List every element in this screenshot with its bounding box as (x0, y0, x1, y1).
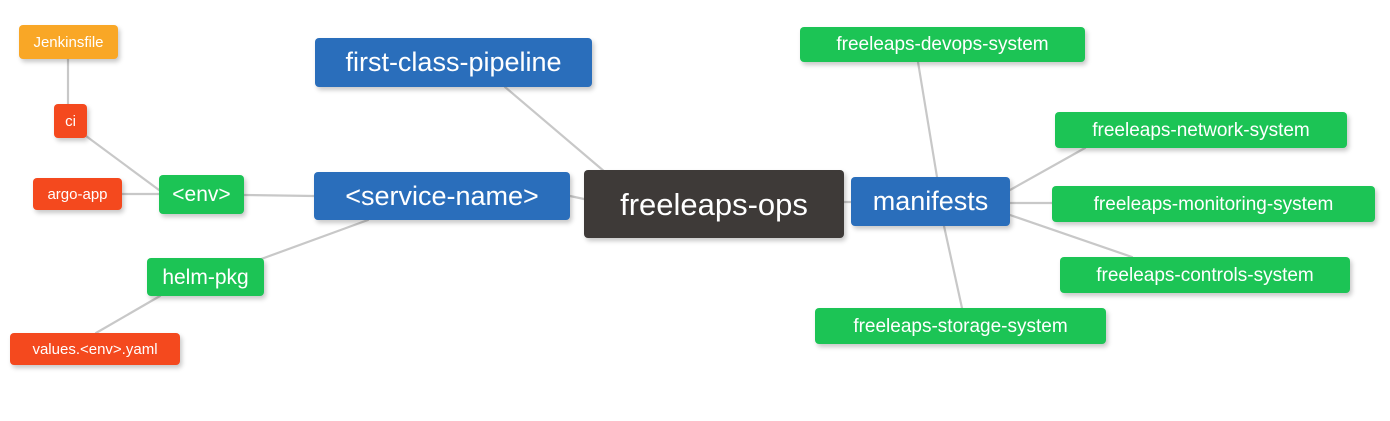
mindmap-node-label: manifests (872, 186, 989, 216)
mindmap-node-label: freeleaps-controls-system (1096, 264, 1314, 286)
mindmap-node-env[interactable]: <env> (159, 175, 244, 214)
mindmap-node-values-env-yaml[interactable]: values.<env>.yaml (10, 333, 180, 365)
mindmap-node-label: <service-name> (345, 180, 539, 211)
mindmap-node-ci[interactable]: ci (54, 104, 87, 138)
mindmap-node-freeleaps-ops[interactable]: freeleaps-ops (584, 170, 844, 238)
mindmap-node-manifests[interactable]: manifests (851, 177, 1010, 226)
mindmap-node-argo-app[interactable]: argo-app (33, 178, 122, 210)
mindmap-node-label: ci (65, 112, 76, 130)
mindmap-edge (94, 294, 162, 335)
mindmap-node-label: freeleaps-storage-system (853, 315, 1068, 337)
mindmap-node-label: helm-pkg (162, 265, 249, 289)
mindmap-edge (242, 193, 316, 198)
mindmap-node-label: freeleaps-ops (620, 186, 808, 222)
mindmap-node-freeleaps-network-system[interactable]: freeleaps-network-system (1055, 112, 1347, 148)
mindmap-node-freeleaps-monitoring-system[interactable]: freeleaps-monitoring-system (1052, 186, 1375, 222)
mindmap-node-freeleaps-storage-system[interactable]: freeleaps-storage-system (815, 308, 1106, 344)
mindmap-node-helm-pkg[interactable]: helm-pkg (147, 258, 264, 296)
mindmap-node-label: freeleaps-monitoring-system (1093, 193, 1334, 215)
mindmap-node-label: argo-app (47, 185, 108, 203)
mindmap-node-service-name[interactable]: <service-name> (314, 172, 570, 220)
mindmap-node-label: values.<env>.yaml (32, 340, 158, 358)
mindmap-edge (916, 60, 939, 179)
mindmap-edge (568, 194, 586, 201)
mindmap-node-freeleaps-devops-system[interactable]: freeleaps-devops-system (800, 27, 1085, 62)
mindmap-node-label: first-class-pipeline (345, 47, 562, 77)
mindmap-node-label: freeleaps-devops-system (836, 34, 1049, 55)
mindmap-node-label: freeleaps-network-system (1092, 119, 1310, 141)
mindmap-node-freeleaps-controls-system[interactable]: freeleaps-controls-system (1060, 257, 1350, 293)
mindmap-edge (942, 224, 964, 310)
mindmap-edge (251, 218, 370, 264)
mindmap-node-jenkinsfile[interactable]: Jenkinsfile (19, 25, 118, 59)
mindmap-node-label: <env> (172, 183, 231, 206)
mindmap-edge (503, 85, 607, 174)
mindmap-edge (1008, 146, 1087, 192)
mindmap-node-label: Jenkinsfile (33, 33, 104, 51)
mindmap-node-first-class-pipeline[interactable]: first-class-pipeline (315, 38, 592, 87)
